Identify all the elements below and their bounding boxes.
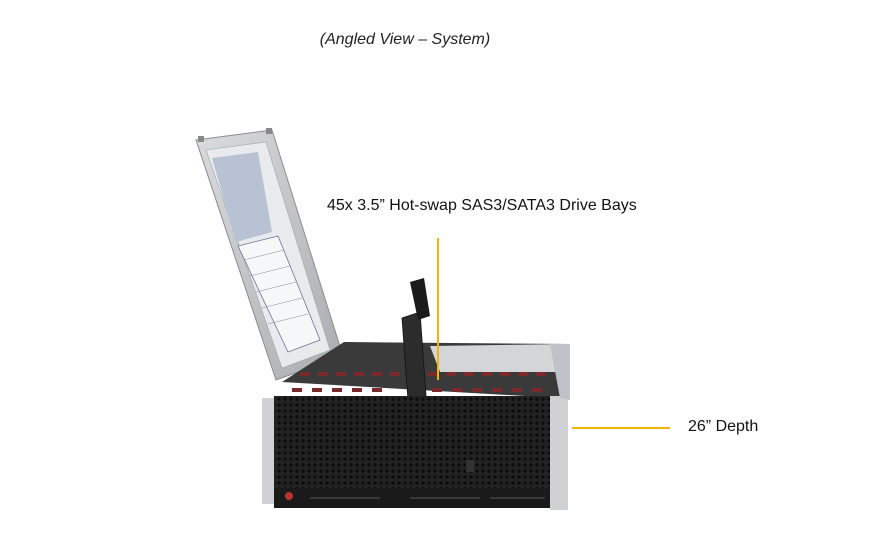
- drive-bay-area: [282, 278, 570, 401]
- view-caption: (Angled View – System): [319, 31, 491, 48]
- depth-callout-label: 26” Depth: [688, 418, 759, 435]
- drive-bays-callout-label: 45x 3.5” Hot-swap SAS3/SATA3 Drive Bays: [327, 197, 637, 214]
- chassis-front: [262, 344, 570, 510]
- open-lid: [195, 128, 344, 381]
